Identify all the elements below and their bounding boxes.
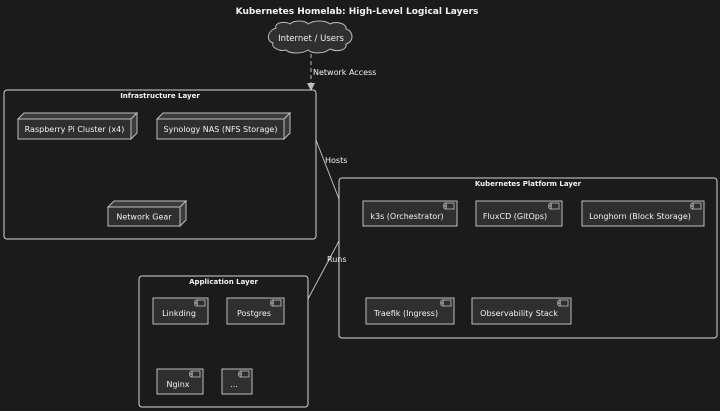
cloud-shape: [268, 20, 353, 54]
component-label: ...: [230, 380, 238, 389]
component-label: Observability Stack: [480, 309, 558, 318]
platform-layer-title: Kubernetes Platform Layer: [475, 180, 582, 188]
component-icon: [189, 370, 201, 378]
platform-layer-frame: [338, 177, 718, 339]
node-raspberry-pi-cluster[interactable]: Raspberry Pi Cluster (x4): [16, 111, 139, 141]
infrastructure-layer-title: Infrastructure Layer: [120, 92, 200, 100]
node-label: Raspberry Pi Cluster (x4): [25, 125, 125, 134]
cloud-internet-users[interactable]: Internet / Users: [268, 20, 353, 54]
edge-hosts: [315, 139, 340, 200]
component-label: k3s (Orchestrator): [370, 212, 443, 221]
component-longhorn[interactable]: Longhorn (Block Storage): [581, 200, 705, 227]
component-icon: [443, 202, 455, 210]
component-box: [471, 297, 572, 325]
node-label: Synology NAS (NFS Storage): [164, 125, 278, 134]
application-layer-title: Application Layer: [189, 278, 258, 286]
component-more[interactable]: ...: [221, 368, 253, 395]
cloud-label: Internet / Users: [278, 34, 344, 44]
diagram-title: Kubernetes Homelab: High-Level Logical L…: [236, 7, 479, 17]
node-synology-nas[interactable]: Synology NAS (NFS Storage): [155, 111, 292, 141]
component-icon: [270, 299, 282, 307]
kubernetes-platform-layer: Kubernetes Platform Layer k3s (Orchestra…: [338, 177, 718, 339]
component-k3s[interactable]: k3s (Orchestrator): [362, 200, 458, 227]
component-label: FluxCD (GitOps): [483, 212, 547, 221]
component-nginx[interactable]: Nginx: [156, 368, 204, 395]
component-label: Nginx: [166, 380, 189, 389]
component-icon: [548, 202, 560, 210]
node-network-gear[interactable]: Network Gear: [106, 199, 188, 228]
node-top-face: [16, 112, 139, 120]
component-fluxcd[interactable]: FluxCD (GitOps): [475, 200, 563, 227]
component-icon: [557, 299, 569, 307]
component-box: [362, 200, 458, 227]
infrastructure-layer: Infrastructure Layer Raspberry Pi Cluste…: [3, 89, 317, 240]
component-box: [365, 297, 455, 325]
component-postgres[interactable]: Postgres: [226, 297, 285, 325]
component-icon: [238, 370, 250, 378]
node-front-face: [107, 206, 181, 227]
node-front-face: [156, 118, 285, 140]
component-icon: [690, 202, 702, 210]
application-layer: Application Layer Linkding Postgres: [138, 275, 309, 408]
component-label: Longhorn (Block Storage): [589, 212, 691, 221]
node-top-face: [155, 112, 292, 120]
component-linkding[interactable]: Linkding: [152, 297, 209, 325]
edge-runs: [307, 240, 340, 300]
component-icon: [440, 299, 452, 307]
component-traefik[interactable]: Traefik (Ingress): [365, 297, 455, 325]
node-front-face: [17, 118, 132, 140]
edge-label-runs: Runs: [327, 255, 347, 264]
infrastructure-layer-frame: [3, 89, 317, 240]
node-top-face: [106, 200, 188, 208]
component-box: [475, 200, 563, 227]
edge-label-hosts: Hosts: [325, 156, 347, 165]
component-label: Traefik (Ingress): [373, 309, 438, 318]
node-label: Network Gear: [116, 213, 172, 222]
application-layer-frame: [138, 275, 309, 408]
component-label: Linkding: [162, 309, 196, 318]
component-observability-stack[interactable]: Observability Stack: [471, 297, 572, 325]
component-box: [226, 297, 285, 325]
component-icon: [194, 299, 206, 307]
edge-label-network-access: Network Access: [313, 68, 376, 77]
component-box: [581, 200, 705, 227]
component-label: Postgres: [237, 309, 271, 318]
